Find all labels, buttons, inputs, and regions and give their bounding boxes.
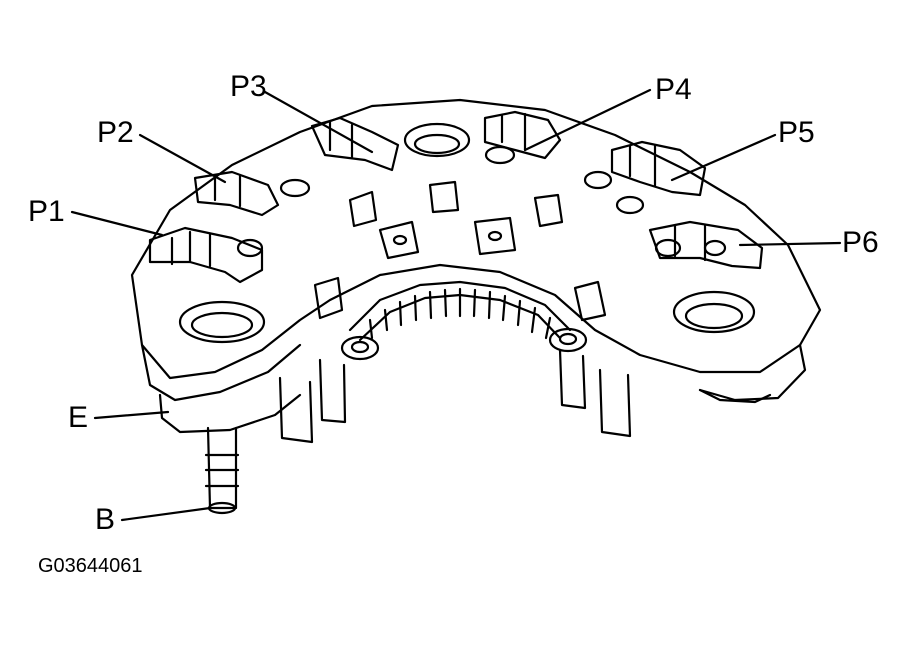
leader-p2 <box>138 133 227 184</box>
leader-p3 <box>263 90 374 154</box>
leader-p6 <box>738 241 842 247</box>
inner-tab-left <box>313 276 344 320</box>
leader-e <box>93 410 170 420</box>
lower-heatsink-plate <box>158 393 302 434</box>
label-p3: P3 <box>230 70 267 103</box>
rectifier-plate-edge <box>140 343 302 402</box>
leader-p4 <box>523 88 652 152</box>
label-p4: P4 <box>655 73 692 106</box>
terminal-p5 <box>610 140 707 197</box>
label-p2: P2 <box>97 116 134 149</box>
mounting-hole-top <box>403 122 471 158</box>
figure-id: G03644061 <box>38 555 143 577</box>
label-p5: P5 <box>778 116 815 149</box>
inner-ring <box>348 280 572 332</box>
leg-right <box>598 368 632 438</box>
b-terminal-stud <box>206 426 238 510</box>
label-p6: P6 <box>842 226 879 259</box>
mounting-hole-right <box>672 290 756 334</box>
terminal-p4 <box>483 110 562 160</box>
eyelet-left <box>340 335 380 361</box>
inner-tab-right <box>573 280 607 322</box>
mounting-hole-left <box>178 300 266 344</box>
leader-b <box>120 506 212 522</box>
terminal-p1 <box>148 226 264 284</box>
leg-left <box>278 376 314 444</box>
label-b: B <box>95 503 116 536</box>
eyelet-right <box>548 327 588 353</box>
rectifier-plate <box>130 98 822 380</box>
leader-p1 <box>70 210 164 237</box>
label-e: E <box>68 401 89 434</box>
terminal-p3 <box>310 116 400 172</box>
leader-p5 <box>670 133 777 182</box>
terminal-p2 <box>193 170 280 217</box>
label-p1: P1 <box>28 195 65 228</box>
ring-teeth <box>368 287 552 340</box>
terminal-p6 <box>648 220 764 270</box>
leg-center-left <box>318 358 347 424</box>
